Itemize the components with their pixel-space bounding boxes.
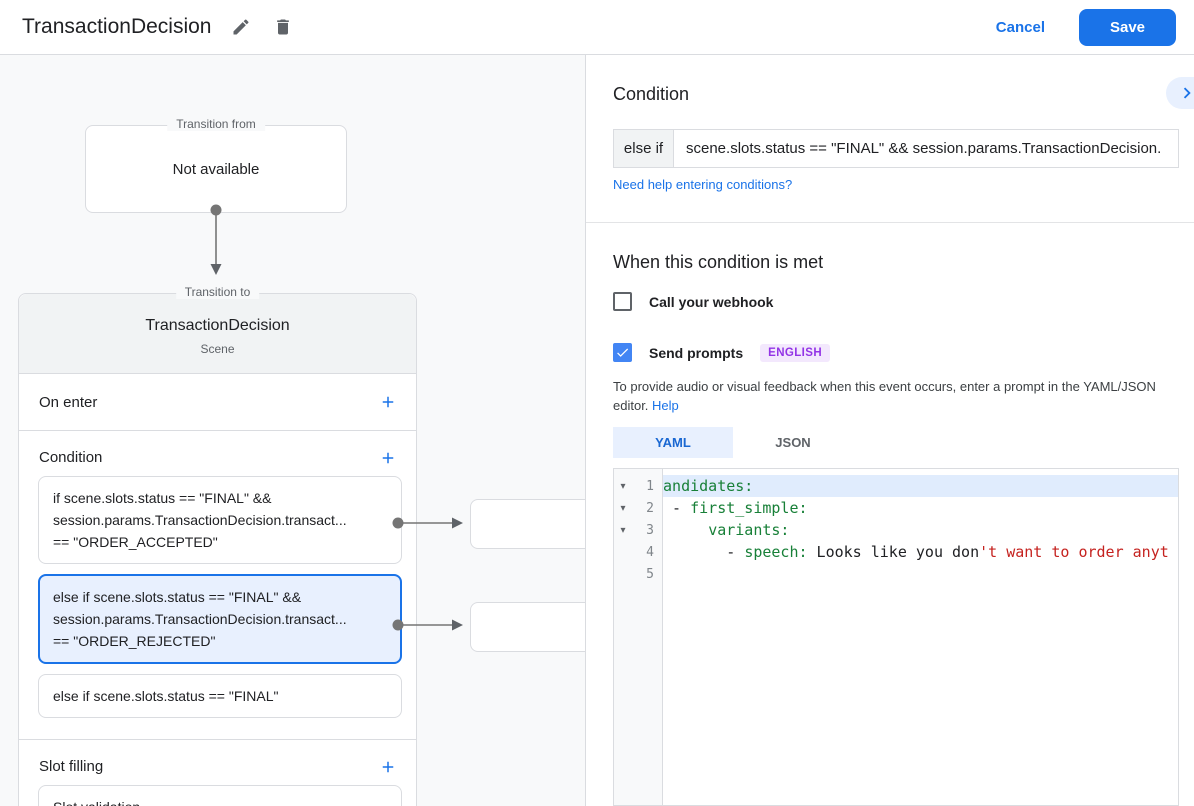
line-number: 1: [646, 478, 654, 494]
condition-operator: else if: [614, 130, 674, 167]
slot-validation-card[interactable]: Slot validation: [38, 785, 402, 806]
yaml-key: variants:: [708, 521, 790, 539]
condition-line: else if scene.slots.status == "FINAL": [53, 688, 279, 704]
slot-filling-label: Slot filling: [39, 758, 104, 775]
condition-expression-input[interactable]: [674, 130, 1178, 167]
transition-to-box: Transition to TransactionDecision Scene …: [18, 285, 417, 806]
on-enter-section: On enter: [19, 374, 416, 431]
webhook-row: Call your webhook: [613, 292, 773, 311]
code-line-2: - first_simple:: [663, 497, 1178, 519]
chevron-right-icon: [1183, 87, 1191, 99]
trash-icon: [277, 19, 290, 35]
yaml-key: candidates:: [663, 477, 754, 495]
scene-name: TransactionDecision: [145, 317, 290, 334]
yaml-key: first_simple:: [690, 499, 808, 517]
send-prompts-label: Send prompts: [649, 344, 744, 361]
fold-icon[interactable]: ▾: [620, 480, 626, 492]
plus-icon: [382, 761, 394, 772]
code-line-1: candidates:: [663, 475, 1178, 497]
fold-icon[interactable]: ▾: [620, 502, 626, 514]
transition-to-legend: Transition to: [175, 285, 260, 299]
condition-card-order-rejected[interactable]: else if scene.slots.status == "FINAL" &&…: [38, 574, 402, 664]
yaml-plain: -: [663, 543, 745, 561]
connector-arrow-down: [210, 204, 222, 275]
send-prompts-checkbox[interactable]: [613, 343, 632, 362]
slot-card-line: Slot validation: [53, 796, 387, 806]
line-number: 5: [646, 566, 654, 582]
condition-help-link[interactable]: Need help entering conditions?: [613, 177, 793, 192]
editor-code-area[interactable]: candidates: - first_simple: variants: - …: [663, 469, 1178, 805]
code-line-4: - speech: Looks like you don't want to o…: [663, 541, 1178, 563]
prompt-hint-text: To provide audio or visual feedback when…: [613, 379, 1156, 413]
add-slot-button[interactable]: [374, 753, 402, 781]
section-divider: [19, 728, 416, 740]
condition-line: else if scene.slots.status == "FINAL" &&: [53, 589, 302, 605]
fold-icon[interactable]: ▾: [620, 524, 626, 536]
edit-title-button[interactable]: [223, 9, 259, 45]
yaml-plain: Looks like you don: [807, 543, 980, 561]
condition-line: session.params.TransactionDecision.trans…: [53, 611, 347, 627]
plus-icon: [382, 396, 394, 408]
pencil-icon: [233, 19, 249, 35]
code-line-3: variants:: [663, 519, 1178, 541]
connector-arrow-rejected: [392, 619, 463, 631]
top-bar: TransactionDecision Cancel Save: [0, 0, 1194, 55]
tab-yaml[interactable]: YAML: [613, 427, 733, 458]
connector-arrow-accepted: [392, 517, 463, 529]
language-badge: ENGLISH: [760, 343, 831, 362]
condition-expression-row: else if: [613, 129, 1179, 168]
condition-line: session.params.TransactionDecision.trans…: [53, 512, 347, 528]
condition-label: Condition: [39, 449, 103, 466]
call-webhook-checkbox[interactable]: [613, 292, 632, 311]
scene-header[interactable]: TransactionDecision Scene: [19, 294, 416, 374]
yaml-editor[interactable]: ▾ 1 ▾ 2 ▾ 3 4 5 candidates: - first_simple:…: [613, 468, 1179, 806]
scene-type: Scene: [200, 342, 235, 356]
condition-met-heading: When this condition is met: [613, 252, 824, 272]
help-link[interactable]: Help: [652, 398, 679, 413]
call-webhook-label: Call your webhook: [649, 293, 774, 310]
condition-line: == "ORDER_REJECTED": [53, 633, 216, 649]
line-number: 2: [646, 500, 654, 516]
editor-gutter: ▾ 1 ▾ 2 ▾ 3 4 5: [614, 469, 663, 805]
send-prompts-row: Send prompts ENGLISH: [613, 343, 831, 362]
transition-from-value: Not available: [172, 160, 260, 178]
checkmark-icon: [617, 348, 629, 357]
line-number: 4: [646, 544, 654, 560]
add-condition-button[interactable]: [374, 444, 402, 472]
condition-line: == "ORDER_ACCEPTED": [53, 534, 218, 550]
plus-icon: [382, 452, 394, 463]
tab-json[interactable]: JSON: [733, 427, 853, 458]
yaml-plain: [663, 521, 708, 539]
panel-condition-heading: Condition: [613, 84, 690, 104]
condition-line: if scene.slots.status == "FINAL" &&: [53, 490, 272, 506]
transition-from-box[interactable]: Transition from Not available: [85, 117, 347, 213]
prompt-hint: To provide audio or visual feedback when…: [613, 377, 1179, 415]
condition-card-order-accepted[interactable]: if scene.slots.status == "FINAL" && sess…: [38, 476, 402, 564]
delete-scene-button[interactable]: [265, 9, 301, 45]
on-enter-label: On enter: [39, 393, 98, 411]
yaml-key: speech:: [744, 543, 808, 561]
condition-card-final[interactable]: else if scene.slots.status == "FINAL": [38, 674, 402, 718]
collapse-panel-button[interactable]: [1166, 77, 1194, 109]
page-title: TransactionDecision: [22, 15, 212, 38]
code-line-5: [663, 563, 1178, 585]
yaml-string: 't want to order anyt: [979, 543, 1169, 561]
condition-section-header: Condition: [19, 431, 416, 476]
slot-filling-section-header: Slot filling: [19, 740, 416, 785]
condition-detail-panel: Condition else if Need help entering con…: [585, 55, 1194, 806]
yaml-plain: -: [672, 499, 682, 517]
add-on-enter-button[interactable]: [374, 388, 402, 416]
line-number: 3: [646, 522, 654, 538]
transition-from-legend: Transition from: [167, 117, 265, 131]
cancel-button[interactable]: Cancel: [995, 18, 1045, 36]
panel-divider: [586, 222, 1194, 223]
editor-tabs: YAML JSON: [613, 427, 853, 458]
save-button[interactable]: Save: [1079, 8, 1176, 46]
